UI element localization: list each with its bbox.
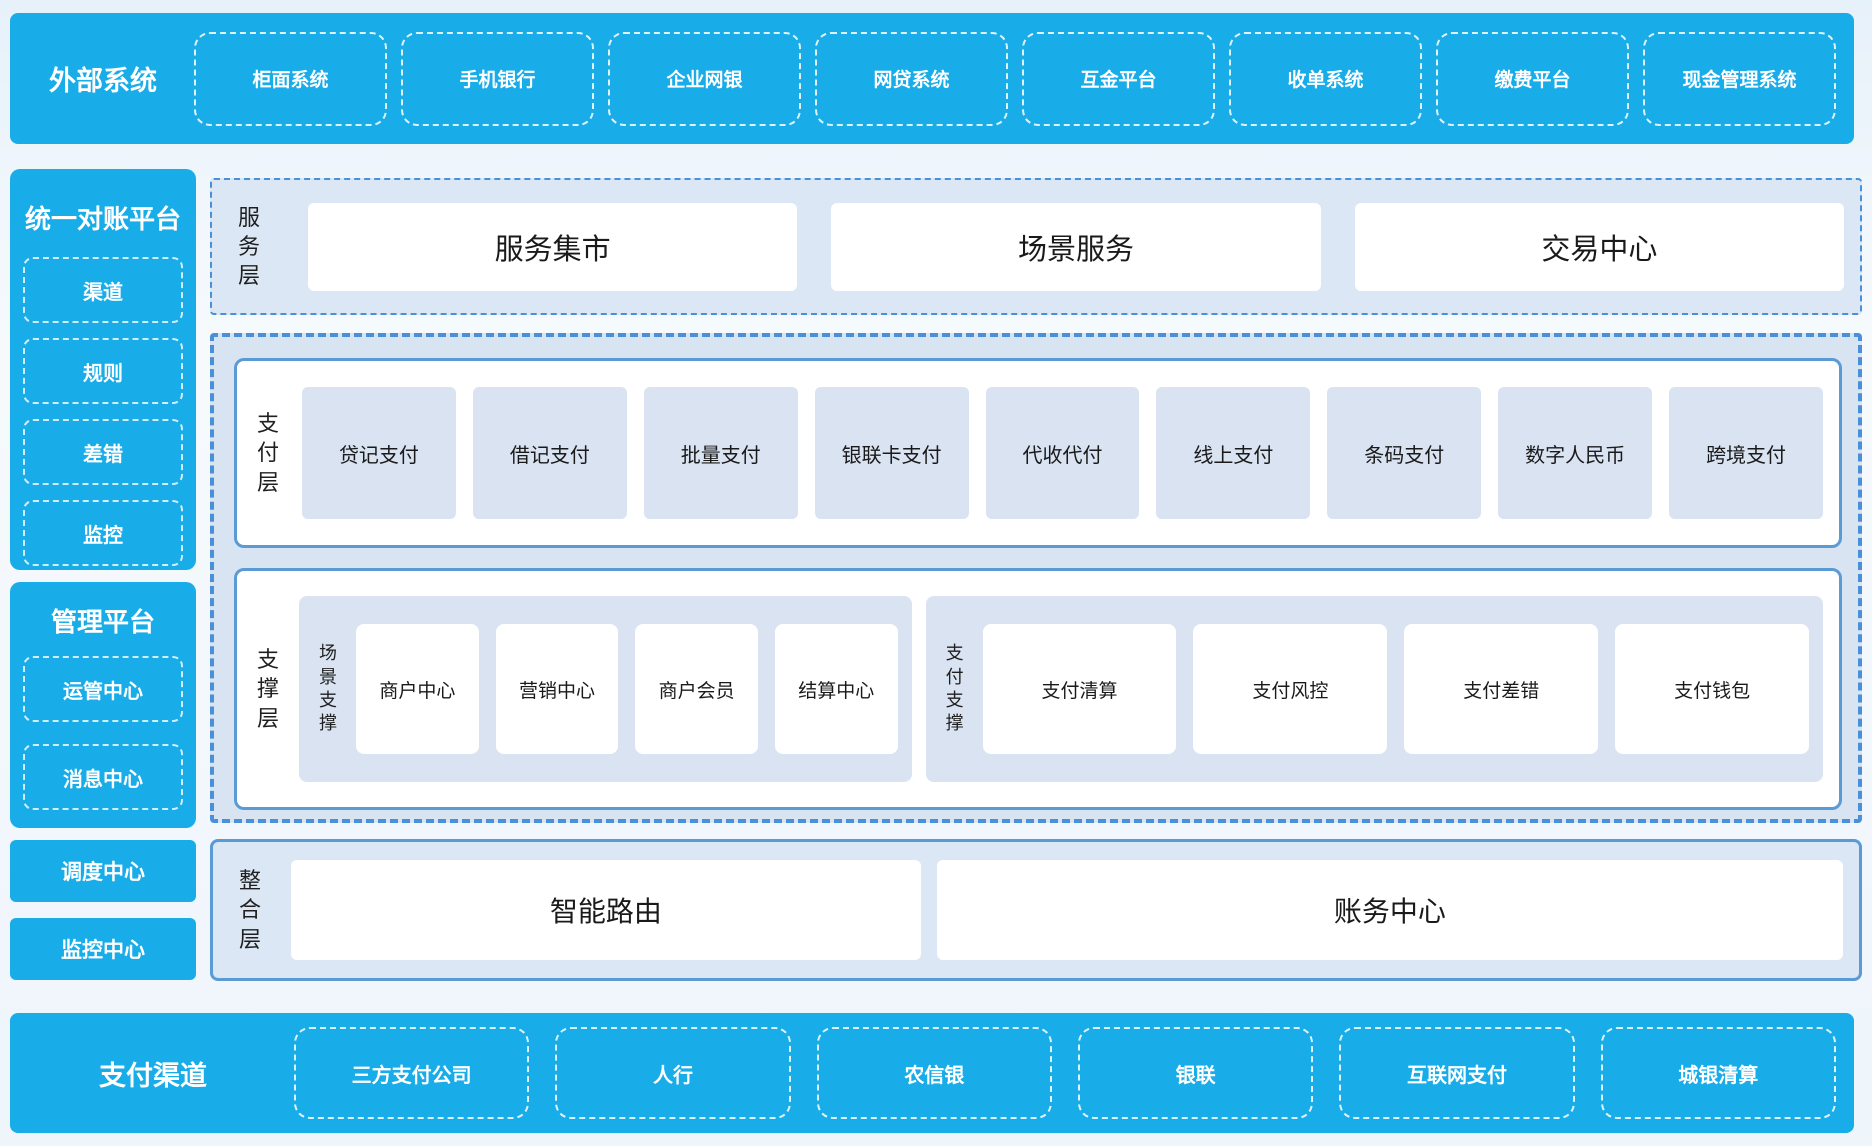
payment-channel-box: 城银清算 [1600,1027,1836,1119]
external-system-box: 收单系统 [1229,31,1422,126]
payment-layer: 支付层 贷记支付 借记支付 批量支付 银联卡支付 代收代付 线上支付 条码支付 … [234,358,1842,548]
dispatch-center-box: 调度中心 [10,840,196,902]
payment-channels-title: 支付渠道 [99,1060,207,1091]
payment-support-label: 支付支撑 [945,643,964,734]
payment-support-group: 支付支撑 支付清算 支付风控 支付差错 支付钱包 [925,596,1823,782]
reconciliation-item-box: 差错 [23,419,183,485]
payment-item-box: 跨境支付 [1669,387,1824,519]
service-layer: 服务层 服务集市 场景服务 交易中心 [210,178,1862,315]
scene-support-label: 场景支撑 [319,643,337,734]
payment-channel-box: 互联网支付 [1339,1027,1575,1119]
payment-item-box: 银联卡支付 [814,387,969,519]
external-system-box: 现金管理系统 [1643,31,1836,126]
external-system-box: 柜面系统 [194,31,387,126]
payment-support-box: 支付差错 [1404,624,1599,754]
service-box: 场景服务 [831,202,1321,291]
scene-support-box: 商户会员 [635,624,758,754]
payment-item-box: 借记支付 [472,387,627,519]
external-system-box: 互金平台 [1022,31,1215,126]
accounting-center-box: 账务中心 [936,860,1843,960]
payment-channels-bar: 支付渠道 三方支付公司 人行 农信银 银联 互联网支付 城银清算 [10,1013,1854,1133]
management-item-box: 运管中心 [23,656,183,722]
support-layer-label: 支撑层 [256,647,279,731]
core-payment-container: 支付层 贷记支付 借记支付 批量支付 银联卡支付 代收代付 线上支付 条码支付 … [210,333,1862,823]
external-systems-bar: 外部系统 柜面系统 手机银行 企业网银 网贷系统 互金平台 收单系统 缴费平台 … [10,13,1854,144]
payment-item-box: 数字人民币 [1498,387,1653,519]
monitoring-center-box: 监控中心 [10,918,196,980]
payment-item-box: 批量支付 [643,387,798,519]
service-box: 交易中心 [1354,202,1844,291]
scene-support-group: 场景支撑 商户中心 营销中心 商户会员 结算中心 [299,596,912,782]
integration-layer-label: 整合层 [238,868,261,952]
scene-support-box: 营销中心 [495,624,619,754]
reconciliation-item-box: 渠道 [23,257,183,323]
external-system-box: 手机银行 [401,31,594,126]
payment-item-box: 线上支付 [1156,387,1311,519]
management-platform-title: 管理平台 [50,607,155,637]
payment-item-box: 代收代付 [985,387,1140,519]
management-platform-panel: 管理平台 运管中心 消息中心 [10,582,196,828]
service-layer-label: 服务层 [237,204,260,289]
external-system-box: 缴费平台 [1436,31,1629,126]
payment-channel-items: 三方支付公司 人行 农信银 银联 互联网支付 城银清算 [294,1027,1836,1119]
external-systems-title: 外部系统 [49,66,157,96]
smart-routing-box: 智能路由 [291,860,921,960]
reconciliation-item-box: 监控 [23,500,183,566]
payment-channel-box: 农信银 [816,1027,1052,1119]
external-systems-items: 柜面系统 手机银行 企业网银 网贷系统 互金平台 收单系统 缴费平台 现金管理系… [194,31,1836,126]
support-layer: 支撑层 场景支撑 商户中心 营销中心 商户会员 结算中心 支付支撑 支付清算 支… [234,568,1842,810]
payment-support-box: 支付风控 [1193,624,1388,754]
service-box: 服务集市 [308,202,798,291]
integration-layer: 整合层 智能路由 账务中心 [210,839,1862,981]
external-system-box: 企业网银 [608,31,801,126]
payment-item-box: 贷记支付 [302,387,456,519]
reconciliation-platform-panel: 统一对账平台 渠道 规则 差错 监控 [10,169,196,570]
payment-channel-box: 银联 [1077,1027,1314,1119]
reconciliation-item-box: 规则 [23,338,183,404]
payment-support-box: 支付钱包 [1615,624,1810,754]
payment-layer-label: 支付层 [256,411,279,495]
reconciliation-platform-title: 统一对账平台 [24,204,181,234]
payment-channel-box: 人行 [555,1027,791,1119]
management-item-box: 消息中心 [23,744,183,810]
scene-support-box: 结算中心 [774,624,898,754]
payment-support-box: 支付清算 [982,624,1177,754]
scene-support-box: 商户中心 [356,624,479,754]
payment-item-box: 条码支付 [1327,387,1482,519]
payment-channel-box: 三方支付公司 [294,1027,530,1119]
external-system-box: 网贷系统 [815,31,1008,126]
